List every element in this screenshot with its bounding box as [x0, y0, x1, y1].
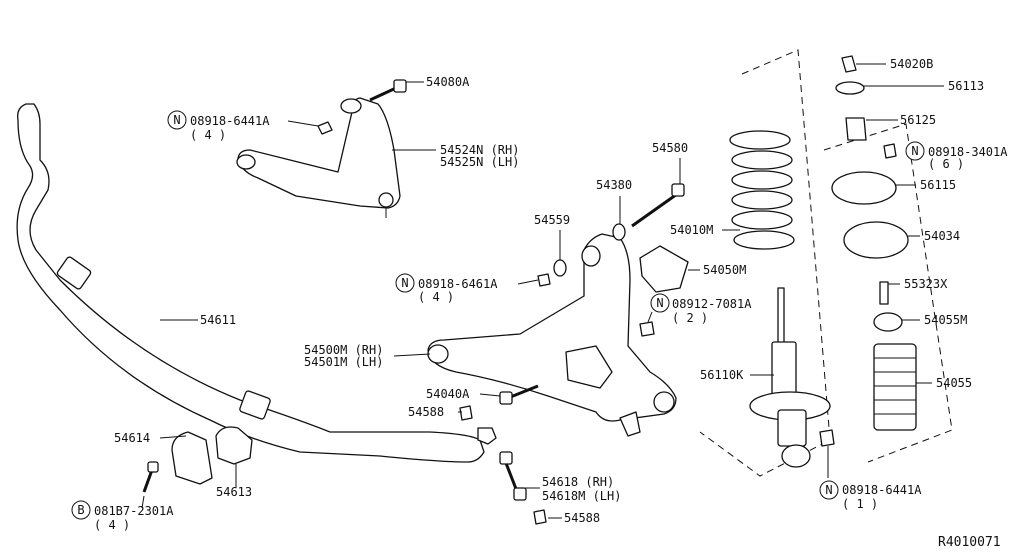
bumper-55323X	[879, 281, 889, 305]
bolt-54040A	[499, 384, 539, 405]
bolt-081B7-2301A	[142, 461, 159, 493]
nut-marker-letter: N	[656, 296, 663, 310]
leader-lines	[141, 63, 944, 519]
bushing-56125	[845, 117, 867, 141]
nut-marker-letter: N	[173, 113, 180, 127]
label-54588-a: 54588	[408, 405, 444, 419]
nut-marker	[395, 273, 415, 293]
qty-6: ( 6 )	[928, 157, 964, 171]
diagram-code: R4010071	[938, 535, 1001, 550]
label-54525N: 54525N (LH)	[440, 155, 519, 169]
nut-08918-3401A	[883, 143, 897, 159]
label-54080A: 54080A	[426, 75, 470, 89]
label-54618M: 54618M (LH)	[542, 489, 621, 503]
nut-marker	[650, 293, 670, 313]
label-54614: 54614	[114, 431, 150, 445]
label-54613: 54613	[216, 485, 252, 499]
stabilizer-bar	[16, 103, 497, 463]
clamp-54614	[171, 431, 213, 485]
label-54559: 54559	[534, 213, 570, 227]
nut-marker	[819, 480, 839, 500]
nut-08912-7081A	[639, 321, 655, 337]
mount-boundary	[823, 123, 953, 463]
insulator-56115	[831, 171, 897, 205]
label-54055: 54055	[936, 376, 972, 390]
label-08918-3401A: 08918-3401A	[928, 145, 1008, 159]
label-54020B: 54020B	[890, 57, 933, 71]
nut-marker-letter: N	[825, 483, 832, 497]
strut-boundary	[699, 49, 831, 477]
label-08918-6441A-bottom: 08918-6441A	[842, 483, 922, 497]
nut-marker	[167, 110, 187, 130]
bracket-54050M	[639, 245, 689, 293]
washer-54559	[553, 259, 567, 277]
label-54611: 54611	[200, 313, 236, 327]
seat-54034	[843, 221, 909, 259]
nut-marker	[905, 141, 925, 161]
washer-54380	[612, 223, 626, 241]
washer-56113	[835, 81, 865, 95]
label-56125: 56125	[900, 113, 936, 127]
label-08912-7081A: 08912-7081A	[672, 297, 752, 311]
nut-marker-letter: N	[401, 276, 408, 290]
label-54580: 54580	[652, 141, 688, 155]
bolt-54080A	[369, 79, 407, 102]
connecting-rod	[499, 451, 547, 525]
nut-54588-a	[459, 405, 473, 421]
qty-1: ( 1 )	[842, 497, 878, 511]
label-54050M: 54050M	[703, 263, 746, 277]
label-08918-6461A: 08918-6461A	[418, 277, 498, 291]
qty-2: ( 2 )	[672, 311, 708, 325]
nut-54020B	[841, 55, 857, 73]
bolt-54580	[631, 183, 685, 228]
bolt-marker-letter: B	[77, 503, 84, 517]
nut-markers: N N N N N B	[71, 110, 925, 520]
label-54055M: 54055M	[924, 313, 967, 327]
label-56113: 56113	[948, 79, 984, 93]
nut-08918-6441A-bottom	[819, 429, 835, 447]
label-54524N: 54524N (RH)	[440, 143, 519, 157]
upper-link	[236, 97, 401, 218]
label-54618: 54618 (RH)	[542, 475, 614, 489]
lower-link	[427, 233, 677, 437]
label-54010M: 54010M	[670, 223, 713, 237]
bushing-54613	[215, 426, 253, 465]
label-54501M: 54501M (LH)	[304, 355, 383, 369]
label-56115: 56115	[920, 178, 956, 192]
label-54380: 54380	[596, 178, 632, 192]
dust-boot-54055	[873, 343, 917, 431]
label-54040A: 54040A	[426, 387, 470, 401]
coil-spring	[729, 130, 795, 250]
label-54500M: 54500M (RH)	[304, 343, 383, 357]
nut-marker-letter: N	[911, 144, 918, 158]
bound-bumper-54055M	[873, 312, 903, 332]
label-081B7-2301A: 081B7-2301A	[94, 504, 174, 518]
label-56110K: 56110K	[700, 368, 744, 382]
qty-bot: ( 4 )	[94, 518, 130, 532]
bolt-marker	[71, 500, 91, 520]
label-54034: 54034	[924, 229, 960, 243]
label-55323X: 55323X	[904, 277, 948, 291]
shock-absorber	[749, 287, 831, 468]
qty-mid: ( 4 )	[418, 290, 454, 304]
label-08918-6441A-top: 08918-6441A	[190, 114, 270, 128]
qty-top: ( 4 )	[190, 128, 226, 142]
label-54588-b: 54588	[564, 511, 600, 525]
part-labels: 54080A 08918-6441A ( 4 ) 54524N (RH) 545…	[94, 57, 1008, 532]
nut-08918-6461A	[537, 273, 551, 287]
